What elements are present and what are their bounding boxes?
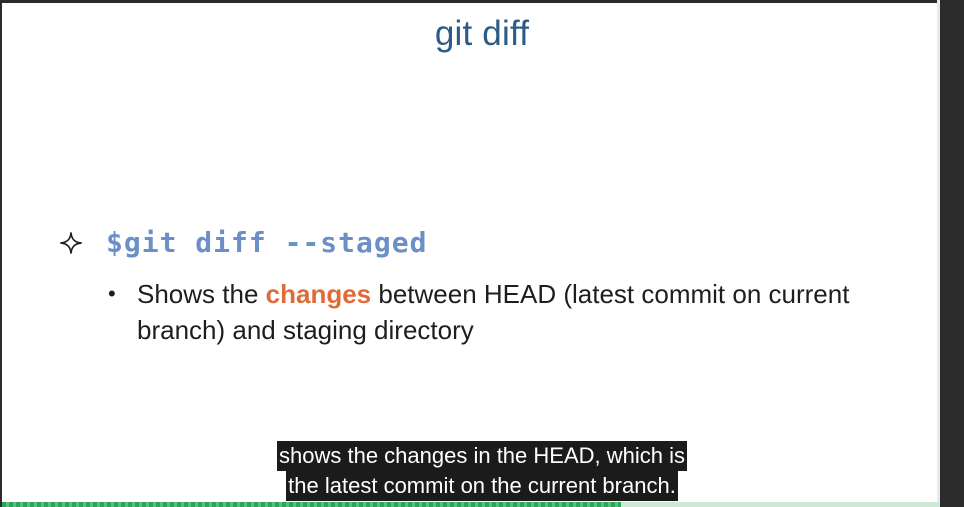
git-command: $git diff --staged <box>106 226 428 259</box>
caption-line-1: shows the changes in the HEAD, which is <box>277 441 687 471</box>
frame-left-border <box>0 0 2 507</box>
main-bullet: $git diff --staged <box>60 226 427 259</box>
bullet-dot: • <box>108 281 116 306</box>
video-progress-bar[interactable] <box>2 502 940 507</box>
frame-top-border <box>0 0 964 3</box>
sub-bullet: • Shows the changes between HEAD (latest… <box>108 276 868 348</box>
four-point-star-icon <box>60 231 82 254</box>
sub-bullet-text-before: Shows the <box>137 279 266 309</box>
sub-bullet-text: Shows the changes between HEAD (latest c… <box>137 276 868 348</box>
sub-bullet-text-after: between HEAD (latest commit on current b… <box>137 279 850 345</box>
video-progress-fill <box>2 502 622 507</box>
subtitle-caption: shows the changes in the HEAD, which is … <box>0 441 964 501</box>
frame-right-divider <box>937 0 940 507</box>
highlight-word: changes <box>265 279 372 309</box>
caption-line-2: the latest commit on the current branch. <box>286 471 678 501</box>
frame-right-border <box>940 0 964 507</box>
slide-title: git diff <box>434 14 530 53</box>
